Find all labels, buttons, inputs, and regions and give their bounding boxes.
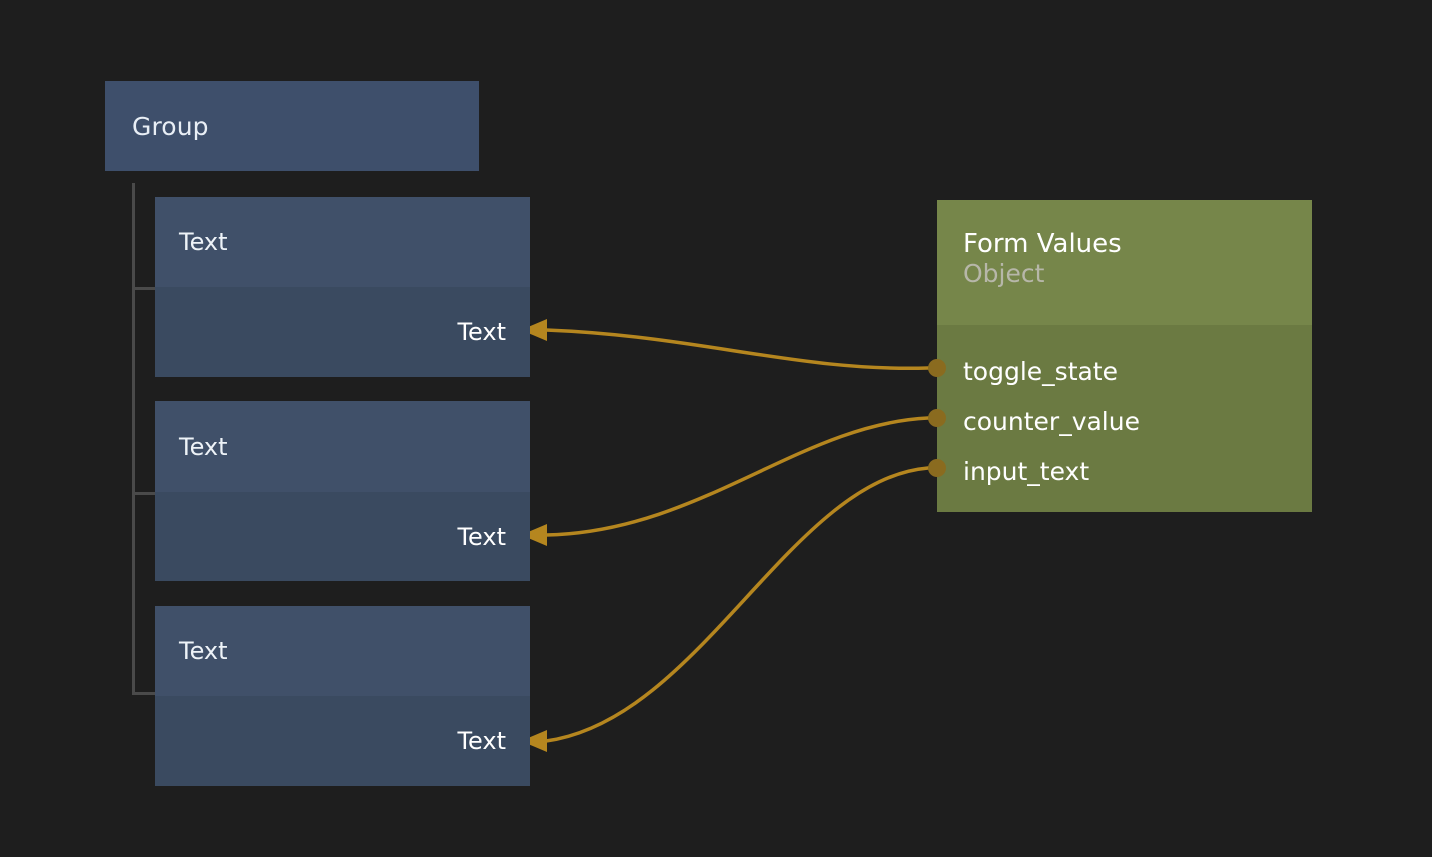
text-node-2-value: Text [457, 522, 506, 551]
text-node-1-value: Text [457, 318, 506, 346]
text-node-3-value: Text [457, 727, 506, 755]
form-values-node[interactable]: Form Values Object toggle_state counter_v… [937, 200, 1312, 512]
text-node-2-title: Text [179, 432, 228, 461]
tree-branch-stub-3 [132, 692, 155, 695]
text-node-1-body: Text [155, 287, 530, 377]
text-node-3-title: Text [179, 637, 228, 665]
form-values-field-label: toggle_state [963, 356, 1118, 386]
form-values-field-label: counter_value [963, 406, 1140, 436]
text-node-1-header: Text [155, 197, 530, 287]
output-port-toggle_state[interactable] [928, 359, 946, 377]
tree-vertical-line [132, 183, 135, 692]
group-node-title: Group [132, 111, 209, 141]
text-node-2-header: Text [155, 401, 530, 492]
edge-input_text-to-node-3[interactable] [544, 466, 930, 743]
form-values-field-label: input_text [963, 456, 1090, 486]
text-node-1-title: Text [179, 228, 228, 256]
form-values-field-list: toggle_state counter_value input_text [937, 325, 1312, 496]
form-values-field-input_text[interactable]: input_text [937, 446, 1312, 496]
form-values-field-counter_value[interactable]: counter_value [937, 396, 1312, 446]
group-node[interactable]: Group [105, 81, 479, 171]
text-node-3-body: Text [155, 696, 530, 786]
text-node-2-body: Text [155, 492, 530, 581]
form-values-title: Form Values [963, 229, 1122, 259]
tree-branch-stub-1 [132, 287, 155, 290]
output-port-counter_value[interactable] [928, 409, 946, 427]
output-port-input_text[interactable] [928, 459, 946, 477]
edge-toggle_state-to-node-1[interactable] [544, 328, 930, 371]
form-values-type: Object [963, 258, 1045, 288]
tree-branch-stub-2 [132, 492, 155, 495]
edge-counter_value-to-node-2[interactable] [544, 416, 930, 537]
text-node-3-header: Text [155, 606, 530, 696]
form-values-header: Form Values Object [937, 200, 1312, 325]
form-values-field-toggle_state[interactable]: toggle_state [937, 346, 1312, 396]
